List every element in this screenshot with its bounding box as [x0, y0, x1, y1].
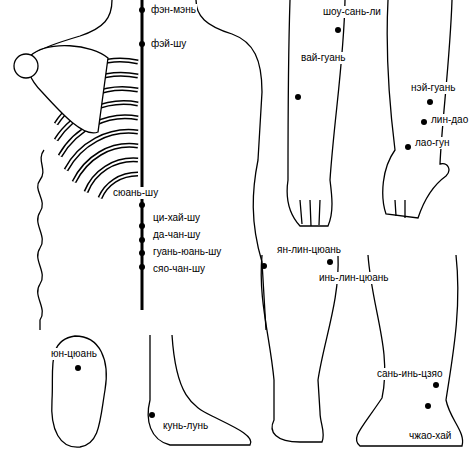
- point-label: гуань-юань-шу: [152, 246, 222, 258]
- drawing-part: [139, 202, 145, 208]
- point-label: шоу-сань-ли: [322, 6, 382, 18]
- point-label: вай-гуань: [300, 52, 347, 64]
- drawing-part: [139, 7, 145, 13]
- arm-inner: [383, 0, 452, 218]
- drawing-part: [427, 99, 433, 105]
- drawing-part: [75, 365, 81, 371]
- drawing-part: [395, 200, 405, 218]
- drawing-part: [300, 200, 320, 226]
- drawing-part: [66, 131, 138, 170]
- point-label: лао-гун: [414, 137, 450, 149]
- point-label: инь-лин-цюань: [318, 272, 389, 284]
- arm-outer: [287, 0, 345, 226]
- point-label: юн-цюань: [50, 348, 98, 360]
- drawing-part: [425, 403, 431, 409]
- point-label: сюань-шу: [112, 187, 159, 199]
- drawing-part: [433, 382, 439, 388]
- drawing-part: [405, 144, 411, 150]
- point-label: сань-инь-цзяо: [376, 368, 443, 380]
- drawing-part: [74, 145, 138, 182]
- foot-side: [148, 335, 251, 445]
- drawing-part: [139, 41, 145, 47]
- point-label: чжао-хай: [408, 430, 452, 442]
- point-label: кунь-лунь: [162, 420, 209, 432]
- drawing-part: [287, 0, 345, 226]
- point-label: да-чан-шу: [152, 229, 201, 241]
- drawing-part: [295, 94, 301, 100]
- point-label: ян-лин-цюань: [276, 244, 342, 256]
- drawing-part: [139, 250, 145, 256]
- body-outline: [38, 150, 44, 330]
- drawing-part: [327, 259, 333, 265]
- body-outline: [196, 0, 266, 330]
- drawing-part: [139, 264, 145, 270]
- drawing-part: [261, 263, 267, 269]
- drawing-part: [421, 119, 427, 125]
- back-figure: [14, 0, 266, 330]
- point-label: лин-дао: [430, 114, 469, 126]
- drawing-part: [383, 0, 452, 218]
- drawing-part: [139, 223, 145, 229]
- drawing-part: [139, 237, 145, 243]
- drawing-part: [335, 27, 341, 33]
- shoulder-joint: [14, 54, 38, 78]
- point-dots: [75, 7, 439, 418]
- point-label: нэй-гуань: [410, 82, 456, 94]
- point-label: сяо-чан-шу: [152, 263, 206, 275]
- point-label: фэй-шу: [150, 38, 187, 50]
- drawing-part: [148, 335, 251, 445]
- point-label: ци-хай-шу: [152, 212, 201, 224]
- point-label: фэн-мэнь: [150, 4, 197, 16]
- drawing-part: [149, 412, 155, 418]
- scapula: [28, 46, 108, 133]
